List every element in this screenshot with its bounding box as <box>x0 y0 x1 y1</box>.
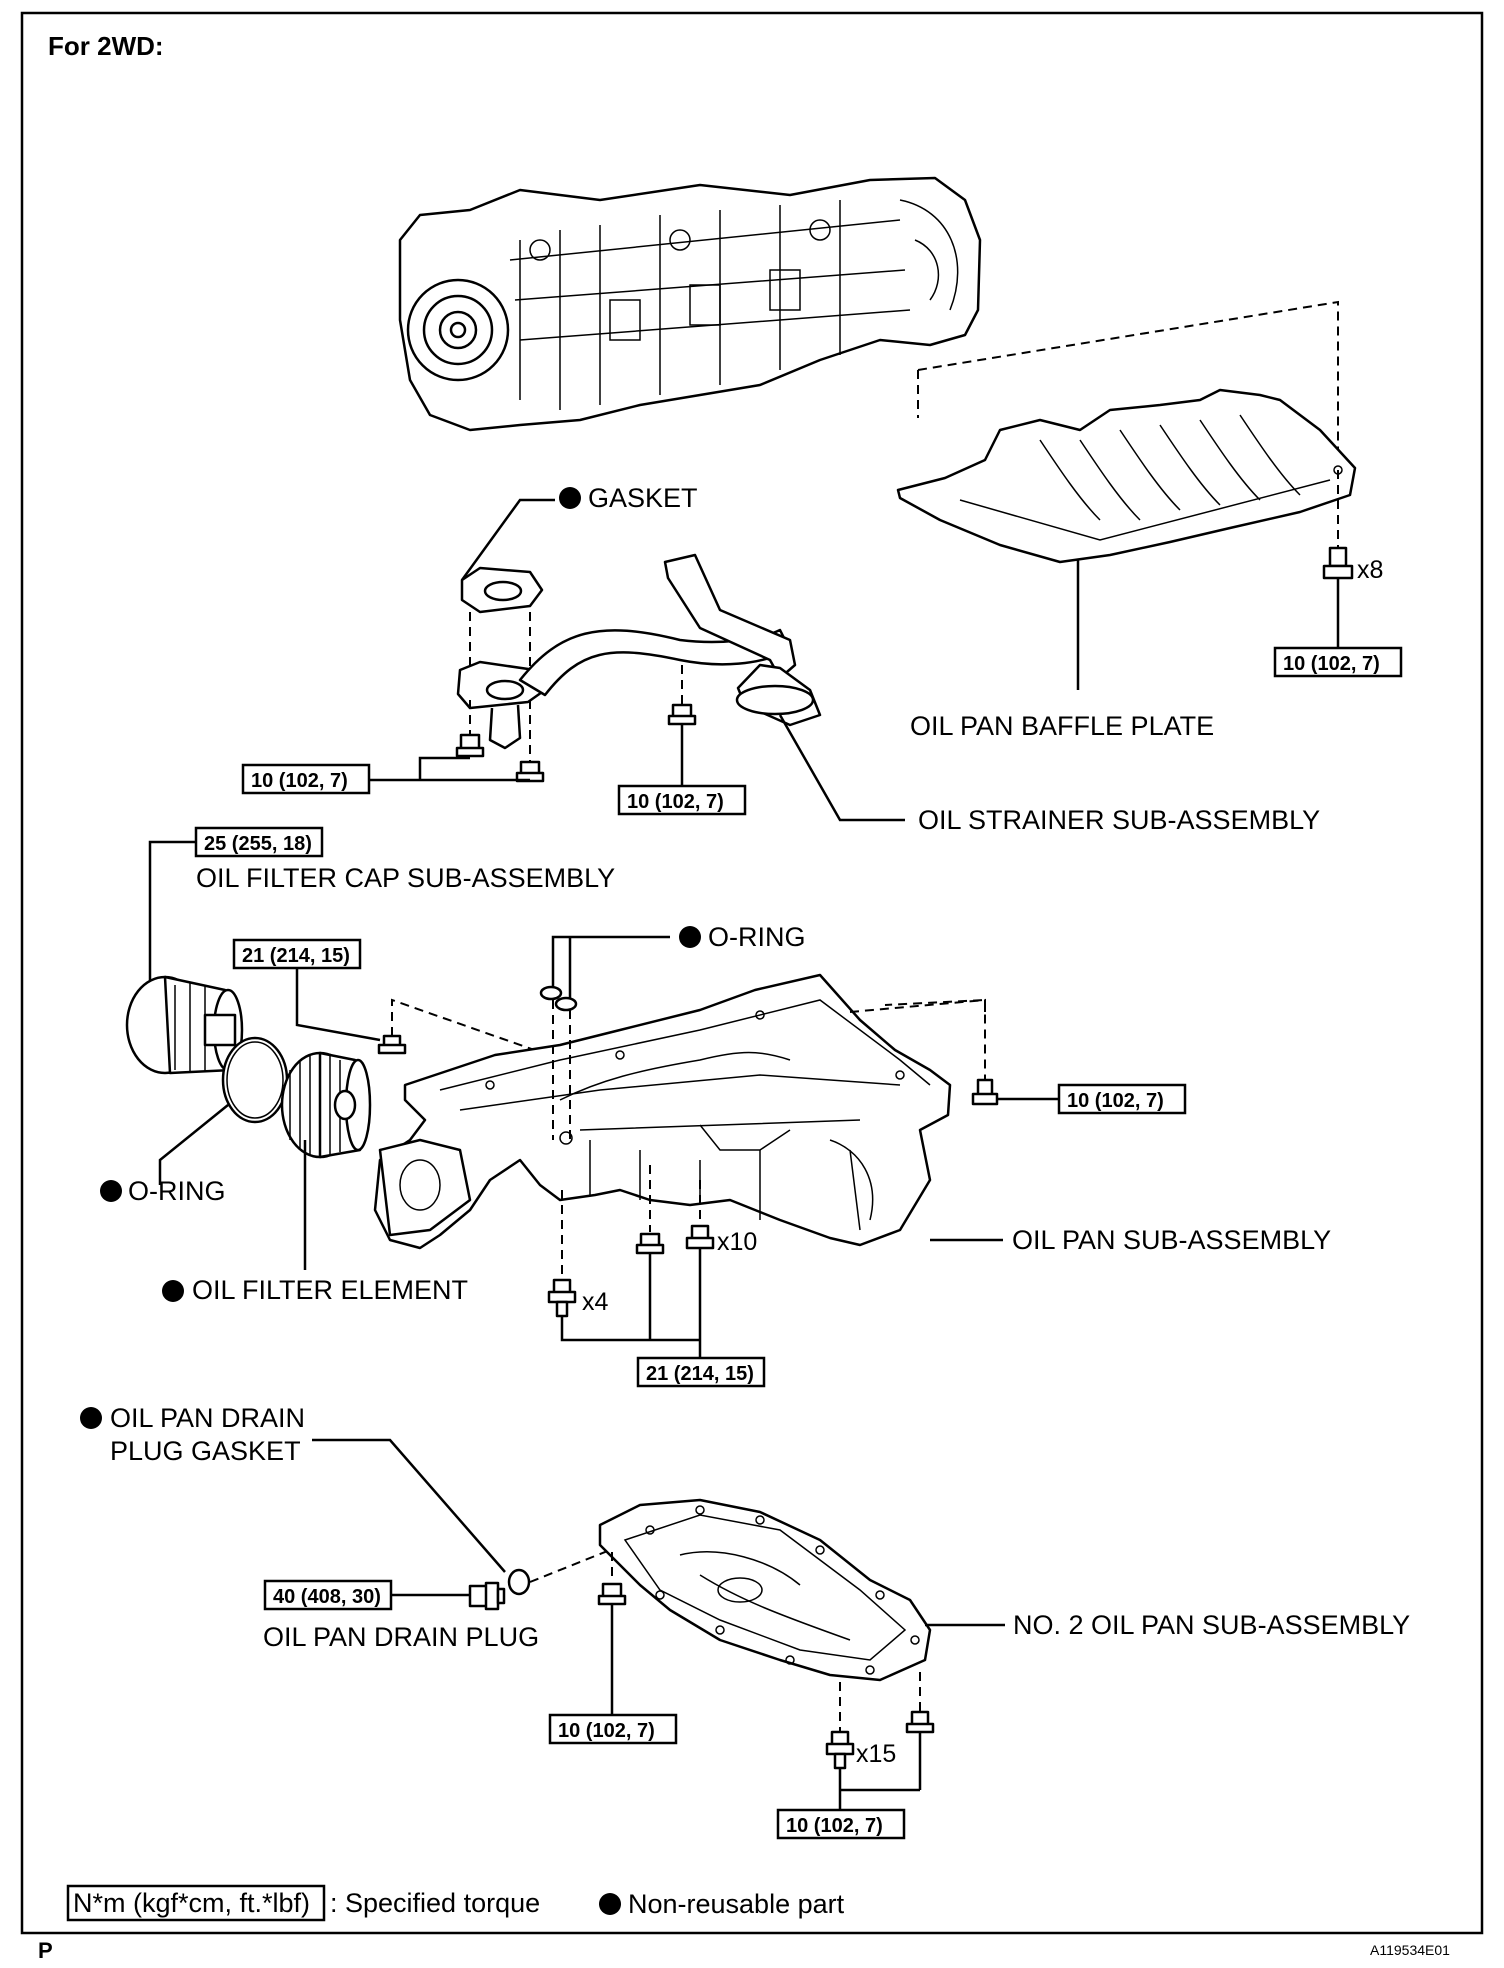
drain-plug-label: OIL PAN DRAIN PLUG <box>263 1622 539 1652</box>
pan-left-bolt <box>377 1034 407 1055</box>
o-ring-left-nonreusable-icon <box>100 1180 122 1202</box>
gasket-nonreusable-icon <box>559 487 581 509</box>
legend-torque-box-text: N*m (kgf*cm, ft.*lbf) <box>73 1888 310 1918</box>
o-ring-top-nonreusable-icon <box>679 926 701 948</box>
baffle-bolt <box>1322 470 1354 648</box>
pan-bolt-left <box>547 1278 577 1318</box>
gasket-illustration <box>460 566 544 614</box>
drain-plug-torque-value: 40 (408, 30) <box>273 1586 381 1608</box>
o-ring-left-label: O-RING <box>128 1176 226 1206</box>
gasket-label: GASKET <box>588 483 698 513</box>
pan-left-torque-value: 21 (214, 15) <box>242 945 350 967</box>
oil-filter-cap-illustration <box>125 975 244 1075</box>
strainer-nut-right <box>515 700 545 783</box>
strainer-left-torque-box <box>241 763 371 795</box>
pan-left-quantity: x4 <box>582 1288 609 1316</box>
pan-bottom-torque-box <box>636 1356 766 1388</box>
oil-pan-baffle-plate-label: OIL PAN BAFFLE PLATE <box>910 711 1214 741</box>
oil-strainer-illustration <box>456 553 822 750</box>
legend-nonreusable-text: Non-reusable part <box>628 1889 845 1919</box>
pan-bolt-center-b <box>685 1224 715 1250</box>
o-ring-top-a <box>539 985 563 1001</box>
strainer-mid-torque-box <box>617 784 747 816</box>
no2-bottom-torque-box <box>776 1808 906 1840</box>
strainer-mid-torque-value: 10 (102, 7) <box>627 791 724 813</box>
no2-oil-pan-label: NO. 2 OIL PAN SUB-ASSEMBLY <box>1013 1610 1410 1640</box>
o-ring-left-illustration <box>221 1036 289 1124</box>
o-ring-top-label: O-RING <box>708 922 806 952</box>
footer-right: A119534E01 <box>1370 1942 1450 1958</box>
drain-plug-torque-box <box>263 1579 393 1611</box>
baffle-torque-value: 10 (102, 7) <box>1283 653 1380 675</box>
legend-nonreusable-icon <box>599 1893 621 1915</box>
diagram-header: For 2WD: <box>48 31 164 61</box>
drain-plug-illustration <box>468 1581 506 1611</box>
strainer-nut-mid <box>667 665 697 786</box>
pan-center-quantity: x10 <box>717 1228 757 1256</box>
oil-pan-baffle-plate-illustration <box>896 388 1357 564</box>
no2-left-torque-value: 10 (102, 7) <box>558 1720 655 1742</box>
pan-right-bolt <box>971 1078 999 1106</box>
footer-left: P <box>38 1938 53 1963</box>
oil-filter-element-illustration <box>280 1051 372 1159</box>
pan-bottom-torque-value: 21 (214, 15) <box>646 1363 754 1385</box>
no2-bolt-left <box>825 1730 855 1770</box>
no2-nut-left <box>597 1582 627 1606</box>
baffle-torque-box <box>1273 646 1403 678</box>
filter-cap-torque-value: 25 (255, 18) <box>204 833 312 855</box>
legend-torque-box <box>66 1884 326 1922</box>
no2-oil-pan-illustration <box>598 1498 932 1682</box>
no2-left-torque-box <box>548 1713 678 1745</box>
no2-bolt-right <box>905 1710 935 1734</box>
drain-gasket-label-line2: PLUG GASKET <box>110 1436 301 1466</box>
oil-pan-illustration <box>373 973 952 1250</box>
legend-torque-text: : Specified torque <box>330 1888 540 1918</box>
baffle-bolt-quantity: x8 <box>1357 556 1383 584</box>
page-frame <box>20 11 1484 1935</box>
filter-element-nonreusable-icon <box>162 1280 184 1302</box>
o-ring-top-b <box>554 996 578 1012</box>
strainer-left-torque-value: 10 (102, 7) <box>251 770 348 792</box>
oil-filter-element-label: OIL FILTER ELEMENT <box>192 1275 468 1305</box>
no2-bottom-torque-value: 10 (102, 7) <box>786 1815 883 1837</box>
no2-quantity: x15 <box>856 1740 896 1768</box>
pan-bolt-center-a <box>635 1232 665 1255</box>
strainer-nut-left <box>455 700 485 758</box>
oil-strainer-label: OIL STRAINER SUB-ASSEMBLY <box>918 805 1320 835</box>
drain-gasket-label-line1: OIL PAN DRAIN <box>110 1403 305 1433</box>
engine-block-illustration <box>398 176 982 432</box>
oil-filter-cap-label: OIL FILTER CAP SUB-ASSEMBLY <box>196 863 615 893</box>
pan-right-torque-value: 10 (102, 7) <box>1067 1090 1164 1112</box>
drain-plug-gasket-illustration <box>507 1568 531 1596</box>
pan-right-torque-box <box>1057 1083 1187 1115</box>
drain-gasket-nonreusable-icon <box>80 1407 102 1429</box>
oil-pan-label: OIL PAN SUB-ASSEMBLY <box>1012 1225 1331 1255</box>
